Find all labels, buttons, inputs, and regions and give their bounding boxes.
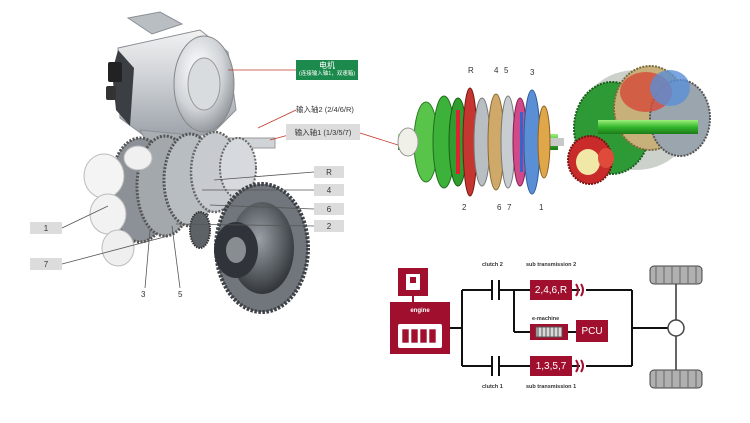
pcu-box: PCU — [576, 320, 608, 342]
gear-callout-r: R — [314, 166, 344, 178]
motor-subtitle: (连接输入轴1，双速箱) — [298, 71, 356, 77]
sub-transmission-2-gears: 2,4,6,R — [530, 280, 572, 300]
input-shaft-1-label: 输入轴1 (1/3/5/7) — [286, 124, 360, 140]
synchronizer-marks — [575, 283, 584, 373]
gear-callout-7: 7 — [30, 258, 62, 270]
motor-illustration — [106, 11, 237, 151]
schematic-wires — [450, 280, 668, 376]
engine-icon — [390, 268, 450, 354]
cad-model-illustration — [397, 65, 711, 197]
cad-label-3: 3 — [530, 68, 535, 77]
cad-label-5: 5 — [504, 66, 509, 75]
cad-label-4: 4 — [494, 66, 499, 75]
sub-transmission-1-title: sub transmission 1 — [526, 384, 577, 390]
e-machine-icon — [530, 324, 568, 340]
gear-callout-6: 6 — [314, 203, 344, 215]
e-machine-label: e-machine — [532, 316, 560, 322]
leader-lines — [61, 69, 399, 289]
clutch-2-label: clutch 2 — [482, 262, 503, 268]
gear-callout-1: 1 — [30, 222, 62, 234]
gear-callout-4: 4 — [314, 184, 344, 196]
clutch-1-label: clutch 1 — [482, 384, 503, 390]
motor-title: 电机 — [319, 61, 335, 70]
gearbox-illustration — [83, 130, 310, 314]
axle-wheels-icon — [649, 265, 703, 389]
cad-label-2: 2 — [462, 203, 467, 212]
gear-number-5: 5 — [178, 290, 183, 299]
gear-callout-2: 2 — [314, 220, 344, 232]
cad-label-r: R — [468, 66, 474, 75]
engine-label: engine — [410, 308, 430, 314]
sub-transmission-2-title: sub transmission 2 — [526, 262, 577, 268]
cad-label-7: 7 — [507, 203, 512, 212]
gear-number-3: 3 — [141, 290, 146, 299]
motor-callout: 电机 (连接输入轴1，双速箱) — [296, 60, 358, 80]
input-shaft-2-label: 输入轴2 (2/4/6/R) — [296, 105, 354, 114]
cad-label-1: 1 — [539, 203, 544, 212]
sub-transmission-1-gears: 1,3,5,7 — [530, 356, 572, 376]
cad-label-6: 6 — [497, 203, 502, 212]
